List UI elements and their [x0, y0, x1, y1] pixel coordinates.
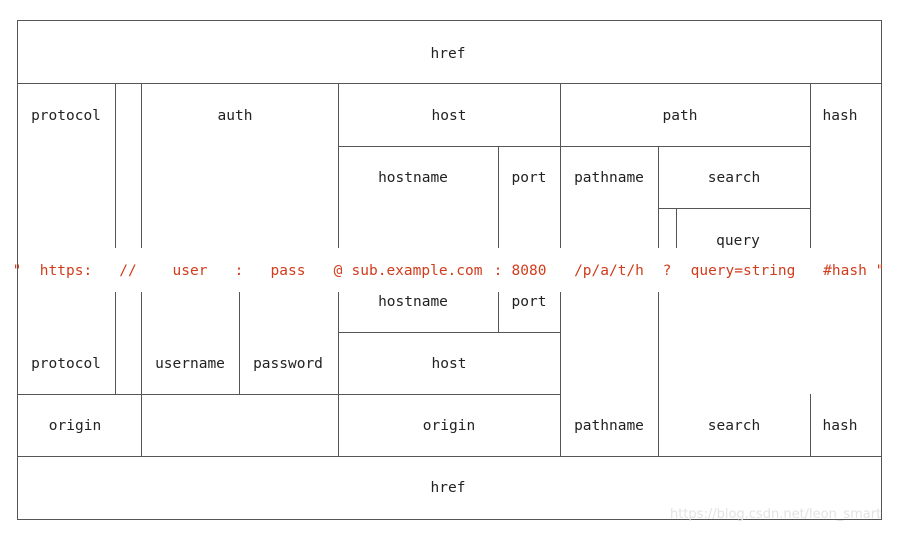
label-protocol-lower: protocol — [31, 356, 101, 372]
url-close-quote: " — [875, 263, 885, 279]
label-username: username — [155, 356, 225, 372]
label-origin-left: origin — [48, 418, 102, 434]
url-pass: pass — [270, 263, 306, 279]
label-hostname: hostname — [378, 170, 448, 186]
label-hostname-lower: hostname — [378, 294, 448, 310]
label-href-top: href — [430, 46, 466, 62]
label-hash-lower: hash — [822, 418, 858, 434]
label-auth: auth — [217, 108, 253, 124]
label-search: search — [707, 170, 761, 186]
url-protocol: https: — [39, 263, 93, 279]
url-pathname: /p/a/t/h — [574, 263, 644, 279]
label-path: path — [662, 108, 698, 124]
label-protocol: protocol — [31, 108, 101, 124]
url-colon-auth: : — [234, 263, 244, 279]
url-user: user — [172, 263, 208, 279]
url-slashes: // — [119, 263, 137, 279]
url-at: @ — [333, 263, 343, 279]
url-port: 8080 — [511, 263, 547, 279]
label-password: password — [253, 356, 323, 372]
label-origin-mid: origin — [422, 418, 476, 434]
watermark: https://blog.csdn.net/leon_smart — [670, 507, 882, 522]
url-question-mark: ? — [662, 263, 672, 279]
label-hash: hash — [822, 108, 858, 124]
label-port-lower: port — [511, 294, 547, 310]
label-search-lower: search — [707, 418, 761, 434]
url-hostname: sub.example.com — [351, 263, 483, 279]
url-colon-port: : — [493, 263, 503, 279]
label-href-bottom: href — [430, 480, 466, 496]
url-open-quote: " — [12, 263, 22, 279]
label-port: port — [511, 170, 547, 186]
url-hash: #hash — [823, 263, 867, 279]
label-host: host — [431, 108, 467, 124]
label-pathname-lower: pathname — [574, 418, 644, 434]
url-query: query=string — [690, 263, 796, 279]
label-host-lower: host — [431, 356, 467, 372]
label-pathname: pathname — [574, 170, 644, 186]
label-query: query — [716, 233, 760, 249]
